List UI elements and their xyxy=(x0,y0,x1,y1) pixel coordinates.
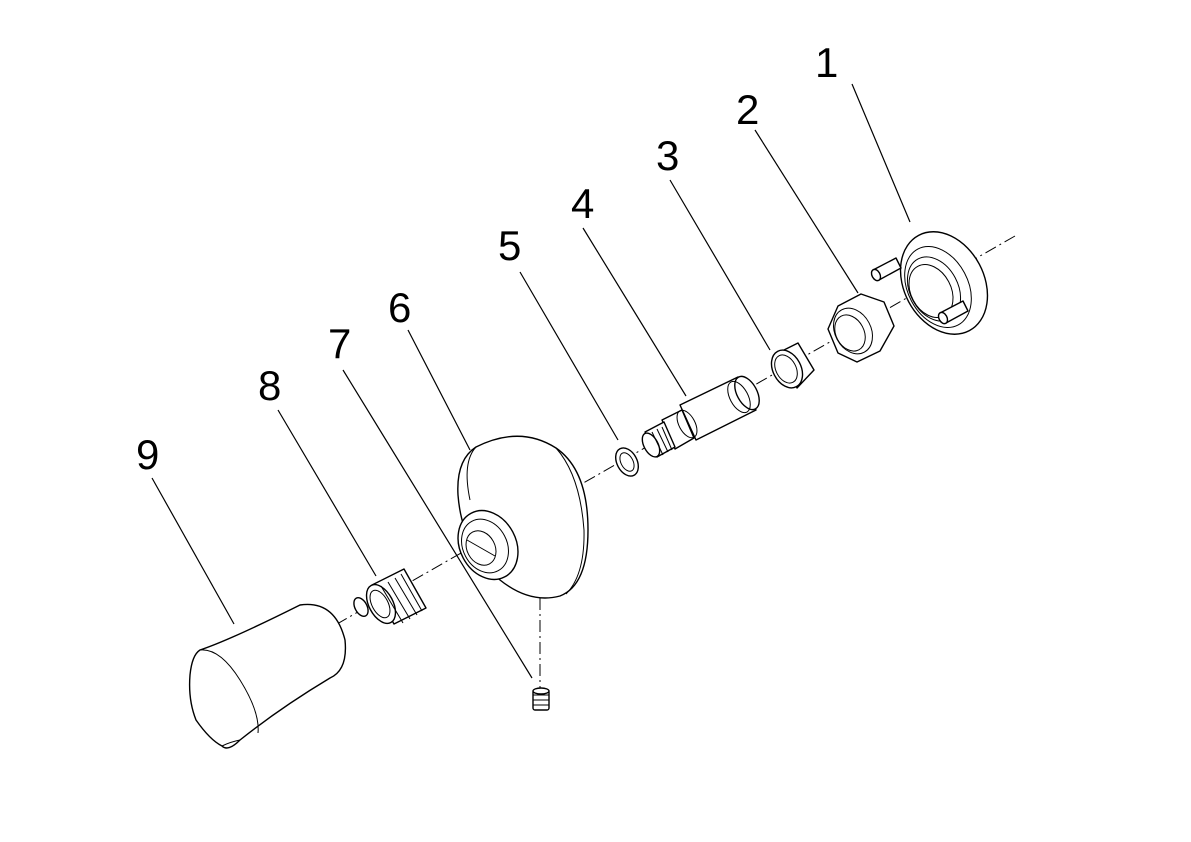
splined-adapter-icon xyxy=(353,568,427,625)
callout-number-3: 3 xyxy=(656,132,679,179)
callout-number-5: 5 xyxy=(498,222,521,269)
callout-number-7: 7 xyxy=(328,320,351,367)
valve-stem-icon xyxy=(641,375,760,458)
leader-line-5 xyxy=(519,271,619,441)
mounting-flange-icon xyxy=(870,231,989,335)
callout-numbers: 1 2 3 4 5 6 7 8 9 xyxy=(136,39,838,478)
hex-nut-icon xyxy=(827,293,895,363)
leader-line-3 xyxy=(669,179,771,351)
escutcheon-plate-icon xyxy=(457,435,589,599)
callout-number-9: 9 xyxy=(136,431,159,478)
leader-line-7 xyxy=(342,369,533,679)
leader-line-8 xyxy=(277,409,377,577)
callout-number-8: 8 xyxy=(258,362,281,409)
leader-line-1 xyxy=(851,83,911,223)
set-screw-icon xyxy=(532,687,550,711)
handle-knob-icon xyxy=(188,603,347,749)
callout-number-6: 6 xyxy=(388,284,411,331)
callout-number-4: 4 xyxy=(571,180,594,227)
center-axis xyxy=(329,235,1016,688)
o-ring-icon xyxy=(615,447,639,477)
leader-lines xyxy=(151,83,911,679)
leader-line-4 xyxy=(582,227,687,397)
callout-number-1: 1 xyxy=(815,39,838,86)
sleeve-ring-icon xyxy=(770,342,815,389)
leader-line-6 xyxy=(407,329,471,451)
leader-line-2 xyxy=(754,129,859,294)
leader-line-9 xyxy=(151,477,235,625)
callout-number-2: 2 xyxy=(736,86,759,133)
